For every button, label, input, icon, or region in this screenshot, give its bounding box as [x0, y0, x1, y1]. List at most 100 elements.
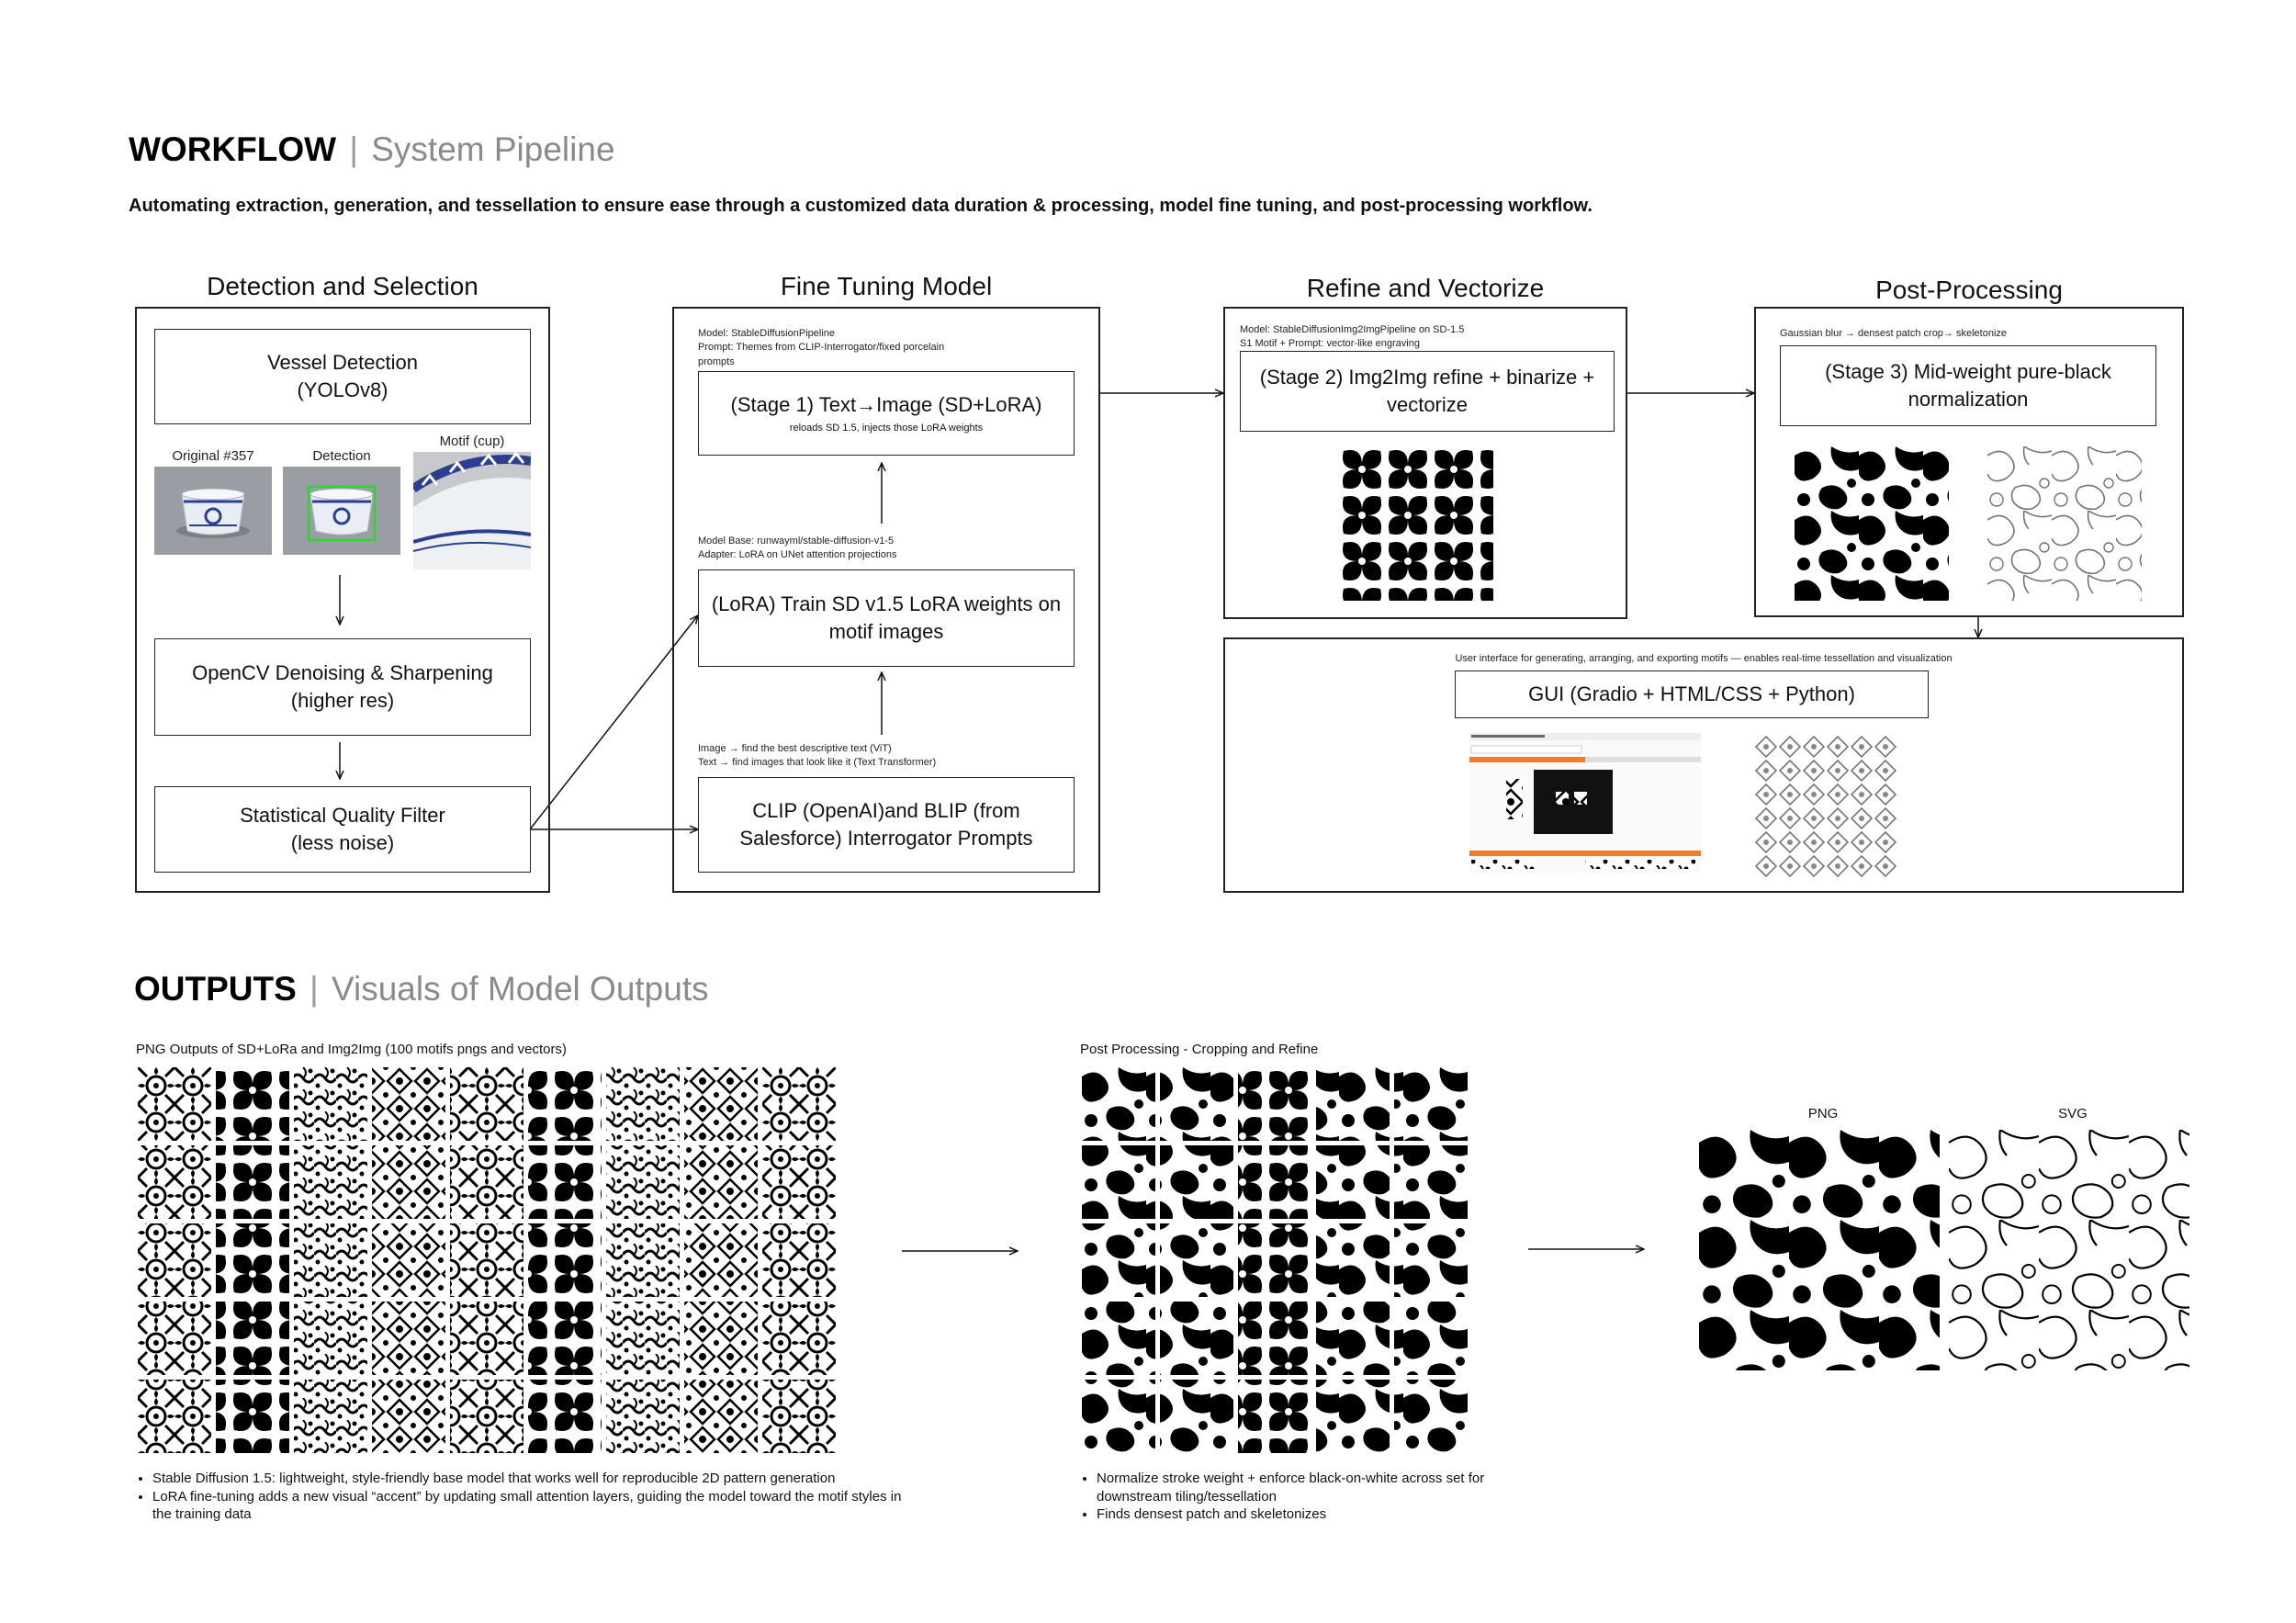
motif-thumbnail — [1160, 1302, 1233, 1375]
stage1-sublabel: reloads SD 1.5, injects those LoRA weigh… — [790, 422, 983, 435]
quality-filter-node: Statistical Quality Filter (less noise) — [154, 786, 531, 873]
refine-note: Model: StableDiffusionImg2ImgPipeline on… — [1240, 323, 1464, 352]
post-processing-caption: Post Processing - Cropping and Refine — [1080, 1042, 1318, 1057]
stage1-node: (Stage 1) Text→Image (SD+LoRA) reloads S… — [698, 371, 1075, 456]
motif-thumbnail — [684, 1145, 758, 1219]
motif-thumbnail — [450, 1145, 523, 1219]
motif-thumbnail — [138, 1067, 211, 1141]
gui-label: GUI (Gradio + HTML/CSS + Python) — [1528, 681, 1855, 708]
stage1-label: (Stage 1) Text→Image (SD+LoRA) — [731, 391, 1042, 419]
motif-thumbnail — [606, 1145, 680, 1219]
png-bullet: LoRA fine-tuning adds a new visual “acce… — [152, 1488, 924, 1524]
clip-note-line: Image → find the best descriptive text (… — [698, 742, 936, 756]
post-title: Post-Processing — [1754, 276, 2184, 305]
motif-thumbnail — [138, 1380, 211, 1453]
outputs-subtitle: Visuals of Model Outputs — [332, 970, 709, 1008]
motif-thumbnail — [1316, 1145, 1390, 1219]
motif-thumbnail — [1160, 1223, 1233, 1297]
stage3-node: (Stage 3) Mid-weight pure-black normaliz… — [1780, 345, 2156, 426]
vessel-detection-node: Vessel Detection (YOLOv8) — [154, 329, 531, 424]
motif-thumbnail — [1238, 1380, 1311, 1453]
motif-thumbnail — [138, 1223, 211, 1297]
motif-cup-photo — [413, 452, 531, 569]
motif-thumbnail — [216, 1302, 289, 1375]
post-processing-grid — [1082, 1067, 1469, 1455]
finetune-title: Fine Tuning Model — [672, 272, 1100, 301]
motif-thumbnail — [1394, 1067, 1468, 1141]
final-png-image — [1699, 1130, 1940, 1370]
final-svg-image — [1949, 1130, 2189, 1370]
lora-note-line: Adapter: LoRA on UNet attention projecti… — [698, 548, 896, 562]
png-bullet: Stable Diffusion 1.5: lightweight, style… — [152, 1470, 924, 1488]
post-note: Gaussian blur → densest patch crop→ skel… — [1780, 327, 2007, 341]
post-processing-bullets: Normalize stroke weight + enforce black-… — [1080, 1470, 1510, 1524]
photo-label-original: Original #357 — [154, 448, 272, 464]
motif-thumbnail — [762, 1145, 836, 1219]
stage1-note-line: Prompt: Themes from CLIP-Interrogator/fi… — [698, 341, 944, 355]
gui-tessellation-image — [1754, 735, 1897, 878]
motif-thumbnail — [1394, 1145, 1468, 1219]
motif-thumbnail — [216, 1145, 289, 1219]
motif-thumbnail — [216, 1380, 289, 1453]
outputs-heading: OUTPUTS | Visuals of Model Outputs — [134, 970, 709, 1009]
clip-label: CLIP (OpenAI)and BLIP (from — [752, 797, 1019, 825]
motif-thumbnail — [450, 1302, 523, 1375]
motif-thumbnail — [606, 1380, 680, 1453]
motif-thumbnail — [138, 1302, 211, 1375]
clip-sublabel: Salesforce) Interrogator Prompts — [739, 825, 1032, 852]
motif-thumbnail — [294, 1223, 367, 1297]
vessel-detection-label: Vessel Detection — [267, 349, 418, 377]
png-outputs-bullets: Stable Diffusion 1.5: lightweight, style… — [136, 1470, 924, 1524]
detection-vessel-photo — [283, 467, 400, 555]
png-label: PNG — [1699, 1106, 1947, 1121]
motif-thumbnail — [450, 1067, 523, 1141]
svg-label: SVG — [1949, 1106, 2197, 1121]
motif-thumbnail — [1238, 1145, 1311, 1219]
quality-filter-label: Statistical Quality Filter — [240, 802, 445, 829]
stage2-motif-image — [1339, 446, 1493, 601]
stage2-sublabel: vectorize — [1387, 391, 1468, 419]
motif-thumbnail — [528, 1067, 602, 1141]
stage1-note-line: Model: StableDiffusionPipeline — [698, 327, 944, 341]
detection-title: Detection and Selection — [135, 272, 550, 301]
gui-note: User interface for generating, arranging… — [1223, 652, 2184, 666]
opencv-label: OpenCV Denoising & Sharpening — [192, 659, 493, 687]
post-bullet: Finds densest patch and skeletonizes — [1097, 1505, 1510, 1524]
motif-thumbnail — [372, 1380, 445, 1453]
gui-screenshot — [1469, 733, 1701, 873]
motif-thumbnail — [138, 1145, 211, 1219]
motif-thumbnail — [1160, 1067, 1233, 1141]
motif-thumbnail — [528, 1145, 602, 1219]
motif-thumbnail — [606, 1067, 680, 1141]
stage1-note-line: prompts — [698, 355, 944, 369]
lora-sublabel: motif images — [829, 618, 944, 646]
motif-thumbnail — [294, 1380, 367, 1453]
motif-thumbnail — [606, 1223, 680, 1297]
motif-thumbnail — [294, 1145, 367, 1219]
lora-note: Model Base: runwayml/stable-diffusion-v1… — [698, 535, 896, 563]
motif-thumbnail — [1238, 1067, 1311, 1141]
motif-thumbnail — [762, 1302, 836, 1375]
motif-thumbnail — [294, 1067, 367, 1141]
motif-thumbnail — [216, 1223, 289, 1297]
outputs-title: OUTPUTS — [134, 970, 297, 1008]
motif-thumbnail — [762, 1067, 836, 1141]
motif-thumbnail — [372, 1067, 445, 1141]
lora-label: (LoRA) Train SD v1.5 LoRA weights on — [712, 591, 1061, 618]
motif-thumbnail — [528, 1302, 602, 1375]
motif-thumbnail — [1394, 1380, 1468, 1453]
motif-thumbnail — [1316, 1067, 1390, 1141]
motif-thumbnail — [762, 1380, 836, 1453]
stage2-node: (Stage 2) Img2Img refine + binarize + ve… — [1240, 351, 1615, 432]
motif-thumbnail — [528, 1223, 602, 1297]
motif-thumbnail — [1238, 1302, 1311, 1375]
motif-thumbnail — [684, 1302, 758, 1375]
motif-thumbnail — [1316, 1302, 1390, 1375]
motif-thumbnail — [762, 1223, 836, 1297]
quality-filter-sublabel: (less noise) — [291, 829, 394, 857]
photo-label-detection: Detection — [283, 448, 400, 464]
stage3-label: (Stage 3) Mid-weight pure-black — [1825, 358, 2111, 386]
motif-thumbnail — [1082, 1067, 1155, 1141]
motif-thumbnail — [606, 1302, 680, 1375]
refine-title: Refine and Vectorize — [1223, 274, 1627, 303]
